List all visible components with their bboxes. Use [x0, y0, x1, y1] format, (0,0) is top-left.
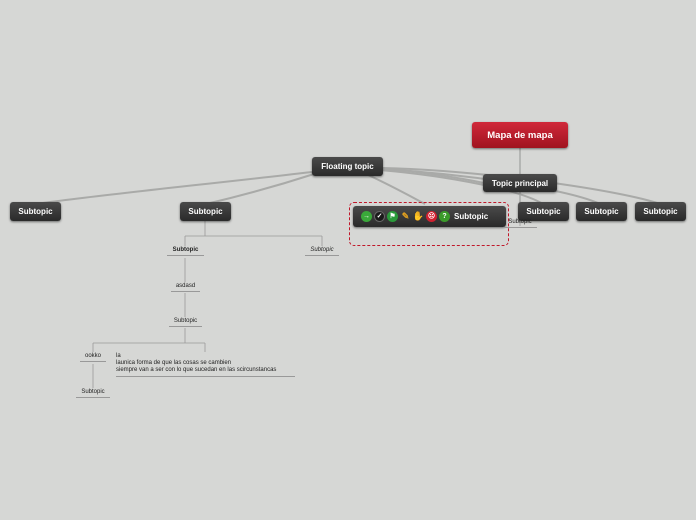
- floating-topic[interactable]: Floating topic: [312, 157, 383, 176]
- topic-label: Subtopic: [454, 212, 489, 221]
- note-line-2: launica forma de que las cosas se cambie…: [116, 360, 232, 366]
- question-icon: ?: [439, 211, 450, 222]
- topic-node-right-3[interactable]: Subtopic: [635, 202, 686, 221]
- arrow-icon: →: [361, 211, 372, 222]
- thumbs-up-icon: ✋: [412, 211, 425, 221]
- note-line-3: siempre van a ser con lo que sucedan en …: [116, 367, 277, 373]
- subtopic-bold[interactable]: Subtopic: [167, 247, 204, 256]
- topic-node-left[interactable]: Subtopic: [10, 202, 61, 221]
- broom-icon: ✎: [401, 211, 410, 221]
- topic-node-center-left[interactable]: Subtopic: [180, 202, 231, 221]
- main-topic[interactable]: Topic principal: [483, 174, 557, 192]
- marker-icons: → ✓ ⚑ ✎ ✋ ☹ ?: [361, 211, 450, 222]
- flag-icon: ⚑: [387, 211, 398, 222]
- subtopic-third[interactable]: Subtopic: [169, 318, 202, 327]
- root-topic[interactable]: Mapa de mapa: [472, 122, 568, 148]
- subtopic-under-main[interactable]: Subtopic: [503, 219, 537, 228]
- topic-node-right-1[interactable]: Subtopic: [518, 202, 569, 221]
- subtopic-italic[interactable]: Subtopic: [305, 247, 339, 256]
- subtopic-ookko[interactable]: ookko: [80, 353, 106, 362]
- topic-node-with-icons[interactable]: → ✓ ⚑ ✎ ✋ ☹ ? Subtopic: [353, 206, 506, 227]
- note-subtopic[interactable]: la launica forma de que las cosas se cam…: [116, 353, 295, 377]
- topic-node-right-2[interactable]: Subtopic: [576, 202, 627, 221]
- sad-icon: ☹: [426, 211, 437, 222]
- selection-outline: [349, 202, 509, 246]
- check-icon: ✓: [374, 211, 385, 222]
- note-line-1: la: [116, 353, 121, 359]
- subtopic-bottom[interactable]: Subtopic: [76, 389, 110, 398]
- subtopic-asdasd[interactable]: asdasd: [171, 283, 200, 292]
